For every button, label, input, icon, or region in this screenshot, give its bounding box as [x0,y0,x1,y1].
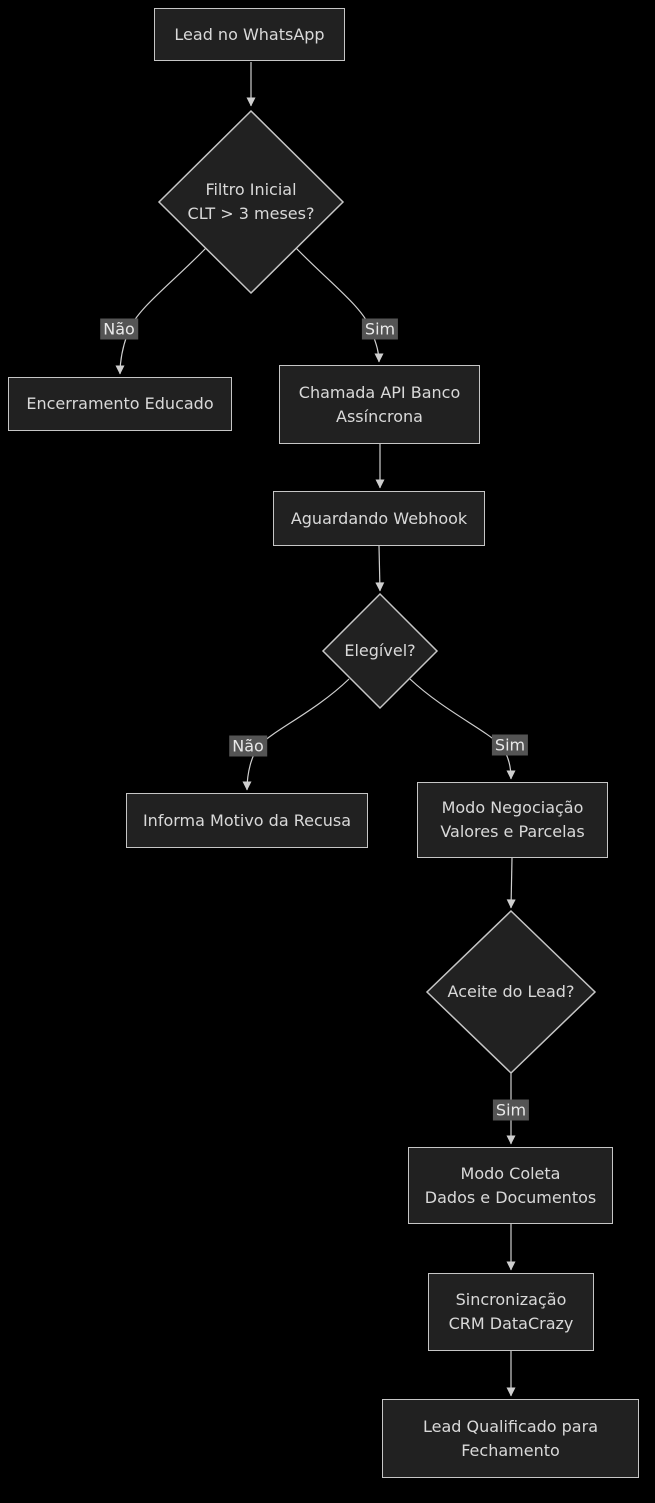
node-encerramento-educado: Encerramento Educado [8,377,232,431]
edge-label-nao-elegivel: Não [229,735,267,757]
edge-elegivel-to-informa-motivo-nao [242,678,350,791]
node-lead-qualificado: Lead Qualificado para Fechamento [382,1399,639,1478]
node-aguardando-webhook: Aguardando Webhook [273,491,485,546]
elegivel-diamond-shape [321,592,439,710]
edge-label-sim-aceite: Sim [492,1099,530,1121]
edge-label-sim-elegivel: Sim [491,734,529,756]
node-chamada-api-banco: Chamada API Banco Assíncrona [279,365,480,444]
edge-aguardando-webhook-to-elegivel [375,545,385,592]
node-modo-coleta: Modo Coleta Dados e Documentos [408,1147,613,1224]
edge-elegivel-to-modo-negociacao-sim [409,678,516,780]
edge-label-nao-filtro: Não [100,318,138,340]
node-informa-motivo-recusa: Informa Motivo da Recusa [126,793,368,848]
node-modo-negociacao: Modo Negociação Valores e Parcelas [417,782,608,858]
edge-modo-negociacao-to-aceite-do-lead [506,857,516,909]
node-filtro-inicial-label: Filtro Inicial CLT > 3 meses? [187,180,315,223]
node-elegivel-label: Elegível? [344,641,416,660]
filtro-inicial-diamond-shape [157,109,345,295]
node-lead-no-whatsapp: Lead no WhatsApp [154,8,345,61]
edge-filtro-inicial-to-encerramento-nao [115,246,208,375]
node-aceite-do-lead-label: Aceite do Lead? [447,982,575,1001]
edge-filtro-inicial-to-chamada-api-sim [294,246,384,363]
edge-label-sim-filtro: Sim [361,318,399,340]
node-sincronizacao-crm: Sincronização CRM DataCrazy [428,1273,594,1351]
aceite-do-lead-diamond-shape [425,909,597,1075]
